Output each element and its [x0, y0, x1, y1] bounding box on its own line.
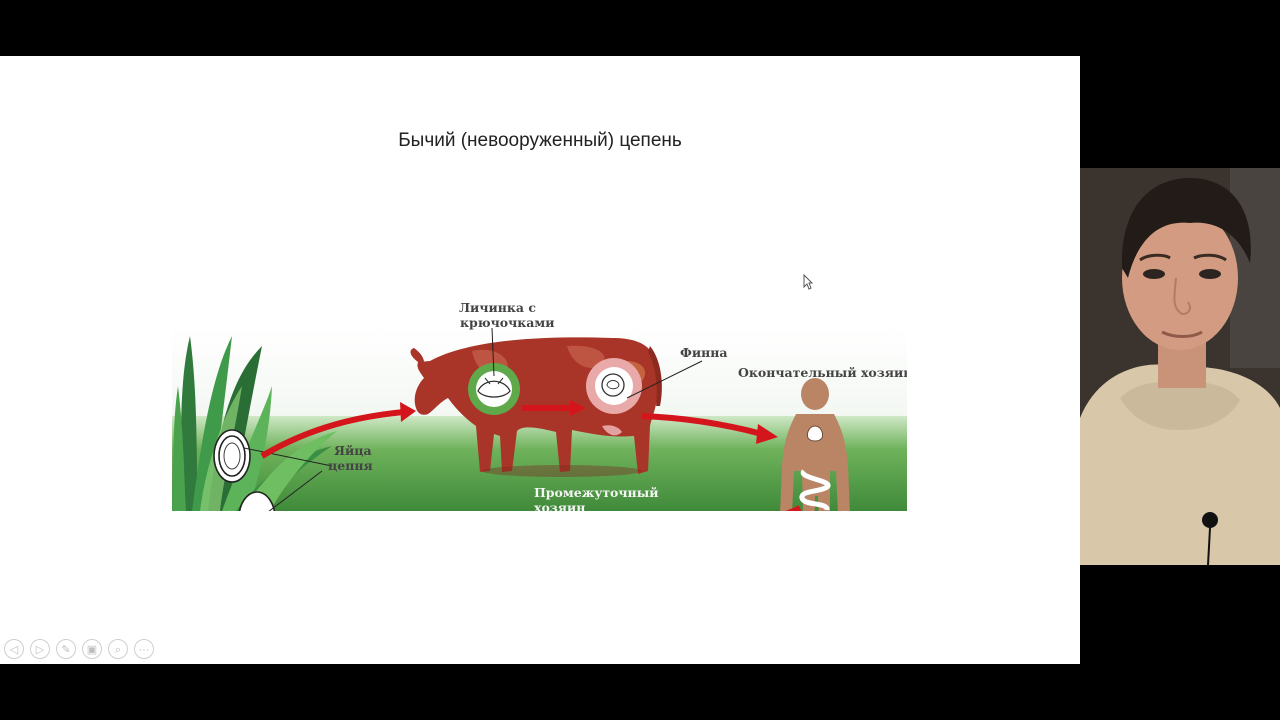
mouse-cursor-icon [803, 274, 813, 290]
egg-icon [213, 429, 251, 483]
zoom-icon[interactable]: ⌕ [108, 639, 128, 659]
larva-icon [468, 363, 520, 415]
label-larva-line1: Личинка с [459, 300, 536, 315]
label-eggs-line1: Яйца [334, 443, 372, 458]
human-illustration [780, 378, 850, 511]
label-intermediate-line1: Промежуточный [534, 485, 659, 500]
label-larva-line2: крючочками [460, 315, 554, 330]
slides-icon[interactable]: ▣ [82, 639, 102, 659]
pen-icon[interactable]: ✎ [56, 639, 76, 659]
presenter-video [1080, 168, 1280, 565]
more-icon[interactable]: ··· [134, 639, 154, 659]
arrow-eggs-to-cow [260, 409, 405, 459]
slideshow-toolbar: ◁ ▷ ✎ ▣ ⌕ ··· [4, 639, 154, 659]
label-finna: Финна [680, 345, 728, 360]
finna-icon [586, 358, 642, 414]
next-icon[interactable]: ▷ [30, 639, 50, 659]
presentation-slide: Бычий (невооруженный) цепень [0, 56, 1080, 664]
prev-icon[interactable]: ◁ [4, 639, 24, 659]
slide-title: Бычий (невооруженный) цепень [398, 130, 682, 151]
tapeworm-lifecycle-diagram: Личинка с крючочками Финна Окончательный… [172, 300, 907, 511]
label-intermediate-line2: хозяин [534, 500, 585, 511]
webcam-feed [1080, 168, 1280, 565]
arrow-cow-to-human [641, 413, 763, 437]
label-eggs-line2: цепня [328, 458, 373, 473]
label-definitive-host: Окончательный хозяин [738, 365, 907, 380]
egg-lower [238, 491, 276, 511]
